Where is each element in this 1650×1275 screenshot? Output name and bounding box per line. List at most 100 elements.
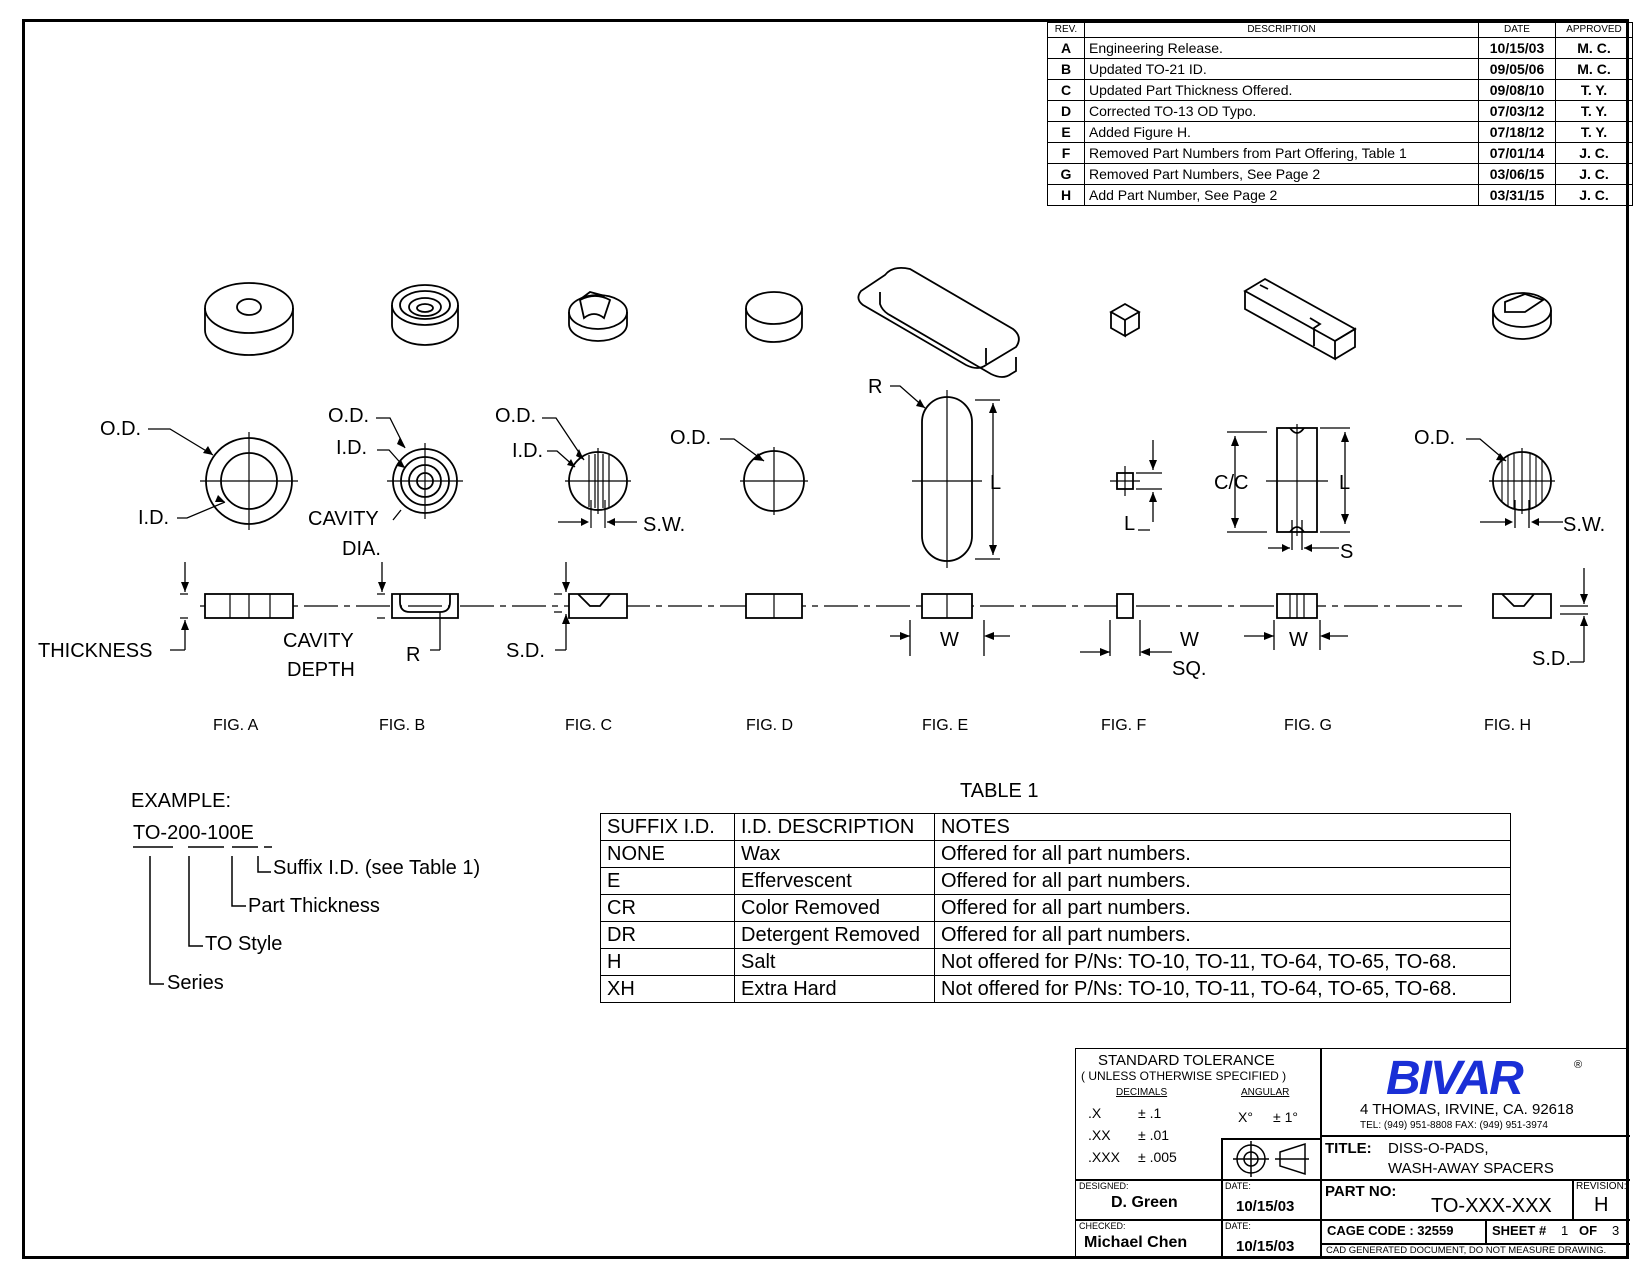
- label-cavity-depth-2: DEPTH: [287, 659, 355, 681]
- iso-fig-h: [1492, 292, 1552, 340]
- table1-suffix: DR: [600, 921, 735, 949]
- label-w-g: W: [1289, 629, 1308, 651]
- bivar-logo: BIVAR: [1386, 1052, 1524, 1105]
- rev-date: 10/15/03: [1478, 37, 1556, 59]
- top-fig-b: [376, 417, 463, 521]
- label-cc: C/C: [1214, 472, 1249, 494]
- top-fig-a: [148, 428, 298, 530]
- title-block: STANDARD TOLERANCE ( UNLESS OTHERWISE SP…: [1075, 1048, 1630, 1259]
- rev-date: 09/08/10: [1478, 79, 1556, 101]
- rev-approved: T. Y.: [1555, 100, 1633, 122]
- of-label: OF: [1579, 1223, 1598, 1238]
- designed-label: DESIGNED:: [1079, 1181, 1129, 1191]
- iso-fig-f: [1109, 302, 1141, 338]
- rev-date: 07/18/12: [1478, 121, 1556, 143]
- tolerance-title: STANDARD TOLERANCE: [1098, 1052, 1275, 1069]
- label-l-f: L: [1124, 513, 1136, 535]
- iso-fig-a: [204, 282, 294, 356]
- fig-f-caption: FIG. F: [1101, 717, 1147, 734]
- tol-xxx-val: ± .005: [1138, 1149, 1177, 1165]
- tol-xx: .XX: [1088, 1127, 1111, 1143]
- example-series: Series: [167, 972, 224, 994]
- table1-header-suffix: SUFFIX I.D.: [600, 813, 735, 841]
- dimension-leaders: [170, 562, 1588, 663]
- label-od-h: O.D.: [1414, 427, 1456, 449]
- fig-d-caption: FIG. D: [746, 717, 794, 734]
- tol-angle-val: ± 1°: [1273, 1109, 1298, 1125]
- example-title: EXAMPLE:: [131, 790, 232, 812]
- checked-by: Michael Chen: [1084, 1234, 1188, 1251]
- label-s-g: S: [1340, 541, 1354, 563]
- top-fig-g: [1227, 424, 1350, 550]
- part-number: TO-XXX-XXX: [1431, 1195, 1552, 1217]
- table1-suffix: NONE: [600, 840, 735, 868]
- label-thickness: THICKNESS: [38, 640, 153, 662]
- title-line-1: DISS-O-PADS,: [1388, 1140, 1489, 1157]
- rev-date: 07/01/14: [1478, 142, 1556, 164]
- rev-approved: J. C.: [1555, 142, 1633, 164]
- label-r-e: R: [868, 376, 883, 398]
- cage-code: CAGE CODE : 32559: [1327, 1223, 1454, 1238]
- side-views: [204, 593, 1552, 619]
- tol-angle: X°: [1238, 1109, 1253, 1125]
- label-l-e: L: [990, 472, 1002, 494]
- fig-c-caption: FIG. C: [565, 717, 613, 734]
- rev-description: Corrected TO-13 OD Typo.: [1084, 100, 1479, 122]
- revision-value: H: [1594, 1194, 1609, 1216]
- table1-description: Salt: [734, 948, 935, 976]
- table1-suffix: XH: [600, 975, 735, 1003]
- label-od-a: O.D.: [100, 418, 142, 440]
- designed-date: 10/15/03: [1236, 1198, 1295, 1215]
- label-id-c: I.D.: [512, 440, 544, 462]
- fig-h-caption: FIG. H: [1484, 717, 1532, 734]
- example-thickness: Part Thickness: [248, 895, 380, 917]
- drawing-border: [22, 19, 1629, 1259]
- fig-g-caption: FIG. G: [1284, 717, 1332, 734]
- angular-label: ANGULAR: [1241, 1087, 1290, 1098]
- sheet-number: 1: [1561, 1223, 1569, 1238]
- rev-description: Add Part Number, See Page 2: [1084, 184, 1479, 206]
- table1-header-description: I.D. DESCRIPTION: [734, 813, 935, 841]
- label-od-b: O.D.: [328, 405, 370, 427]
- tolerance-subtitle: ( UNLESS OTHERWISE SPECIFIED ): [1081, 1069, 1287, 1083]
- registered-mark: ®: [1574, 1059, 1583, 1071]
- label-w-f: W: [1180, 629, 1199, 651]
- table1-title: TABLE 1: [960, 780, 1039, 802]
- sheet-total: 3: [1612, 1223, 1620, 1238]
- top-fig-e: [890, 385, 1000, 568]
- top-fig-c: [542, 417, 637, 528]
- rev-date: 03/06/15: [1478, 163, 1556, 185]
- tol-x-val: ± .1: [1138, 1105, 1162, 1121]
- tol-xxx: .XXX: [1088, 1149, 1120, 1165]
- company-address: 4 THOMAS, IRVINE, CA. 92618: [1360, 1101, 1574, 1118]
- checked-label: CHECKED:: [1079, 1221, 1126, 1231]
- label-od-d: O.D.: [670, 427, 712, 449]
- label-cavity-depth-1: CAVITY: [283, 630, 354, 652]
- label-od-c: O.D.: [495, 405, 537, 427]
- fig-e-caption: FIG. E: [922, 717, 969, 734]
- top-fig-h: [1466, 438, 1563, 528]
- example-tree: [133, 846, 272, 985]
- table1-description: Extra Hard: [734, 975, 935, 1003]
- table1-description: Detergent Removed: [734, 921, 935, 949]
- revision-label: REVISION:: [1576, 1181, 1627, 1192]
- table1-suffix: E: [600, 867, 735, 895]
- arrowheads: [181, 399, 1588, 656]
- table1-description: Effervescent: [734, 867, 935, 895]
- rev-approved: M. C.: [1555, 37, 1633, 59]
- designed-date-label: DATE:: [1225, 1181, 1251, 1191]
- label-sw-h: S.W.: [1563, 514, 1606, 536]
- cad-footer: CAD GENERATED DOCUMENT, DO NOT MEASURE D…: [1326, 1245, 1607, 1256]
- rev-approved: M. C.: [1555, 58, 1633, 80]
- label-id-a: I.D.: [138, 507, 170, 529]
- projection-symbol: [1233, 1141, 1309, 1177]
- title-label: TITLE:: [1325, 1140, 1372, 1157]
- rev-description: Updated TO-21 ID.: [1084, 58, 1479, 80]
